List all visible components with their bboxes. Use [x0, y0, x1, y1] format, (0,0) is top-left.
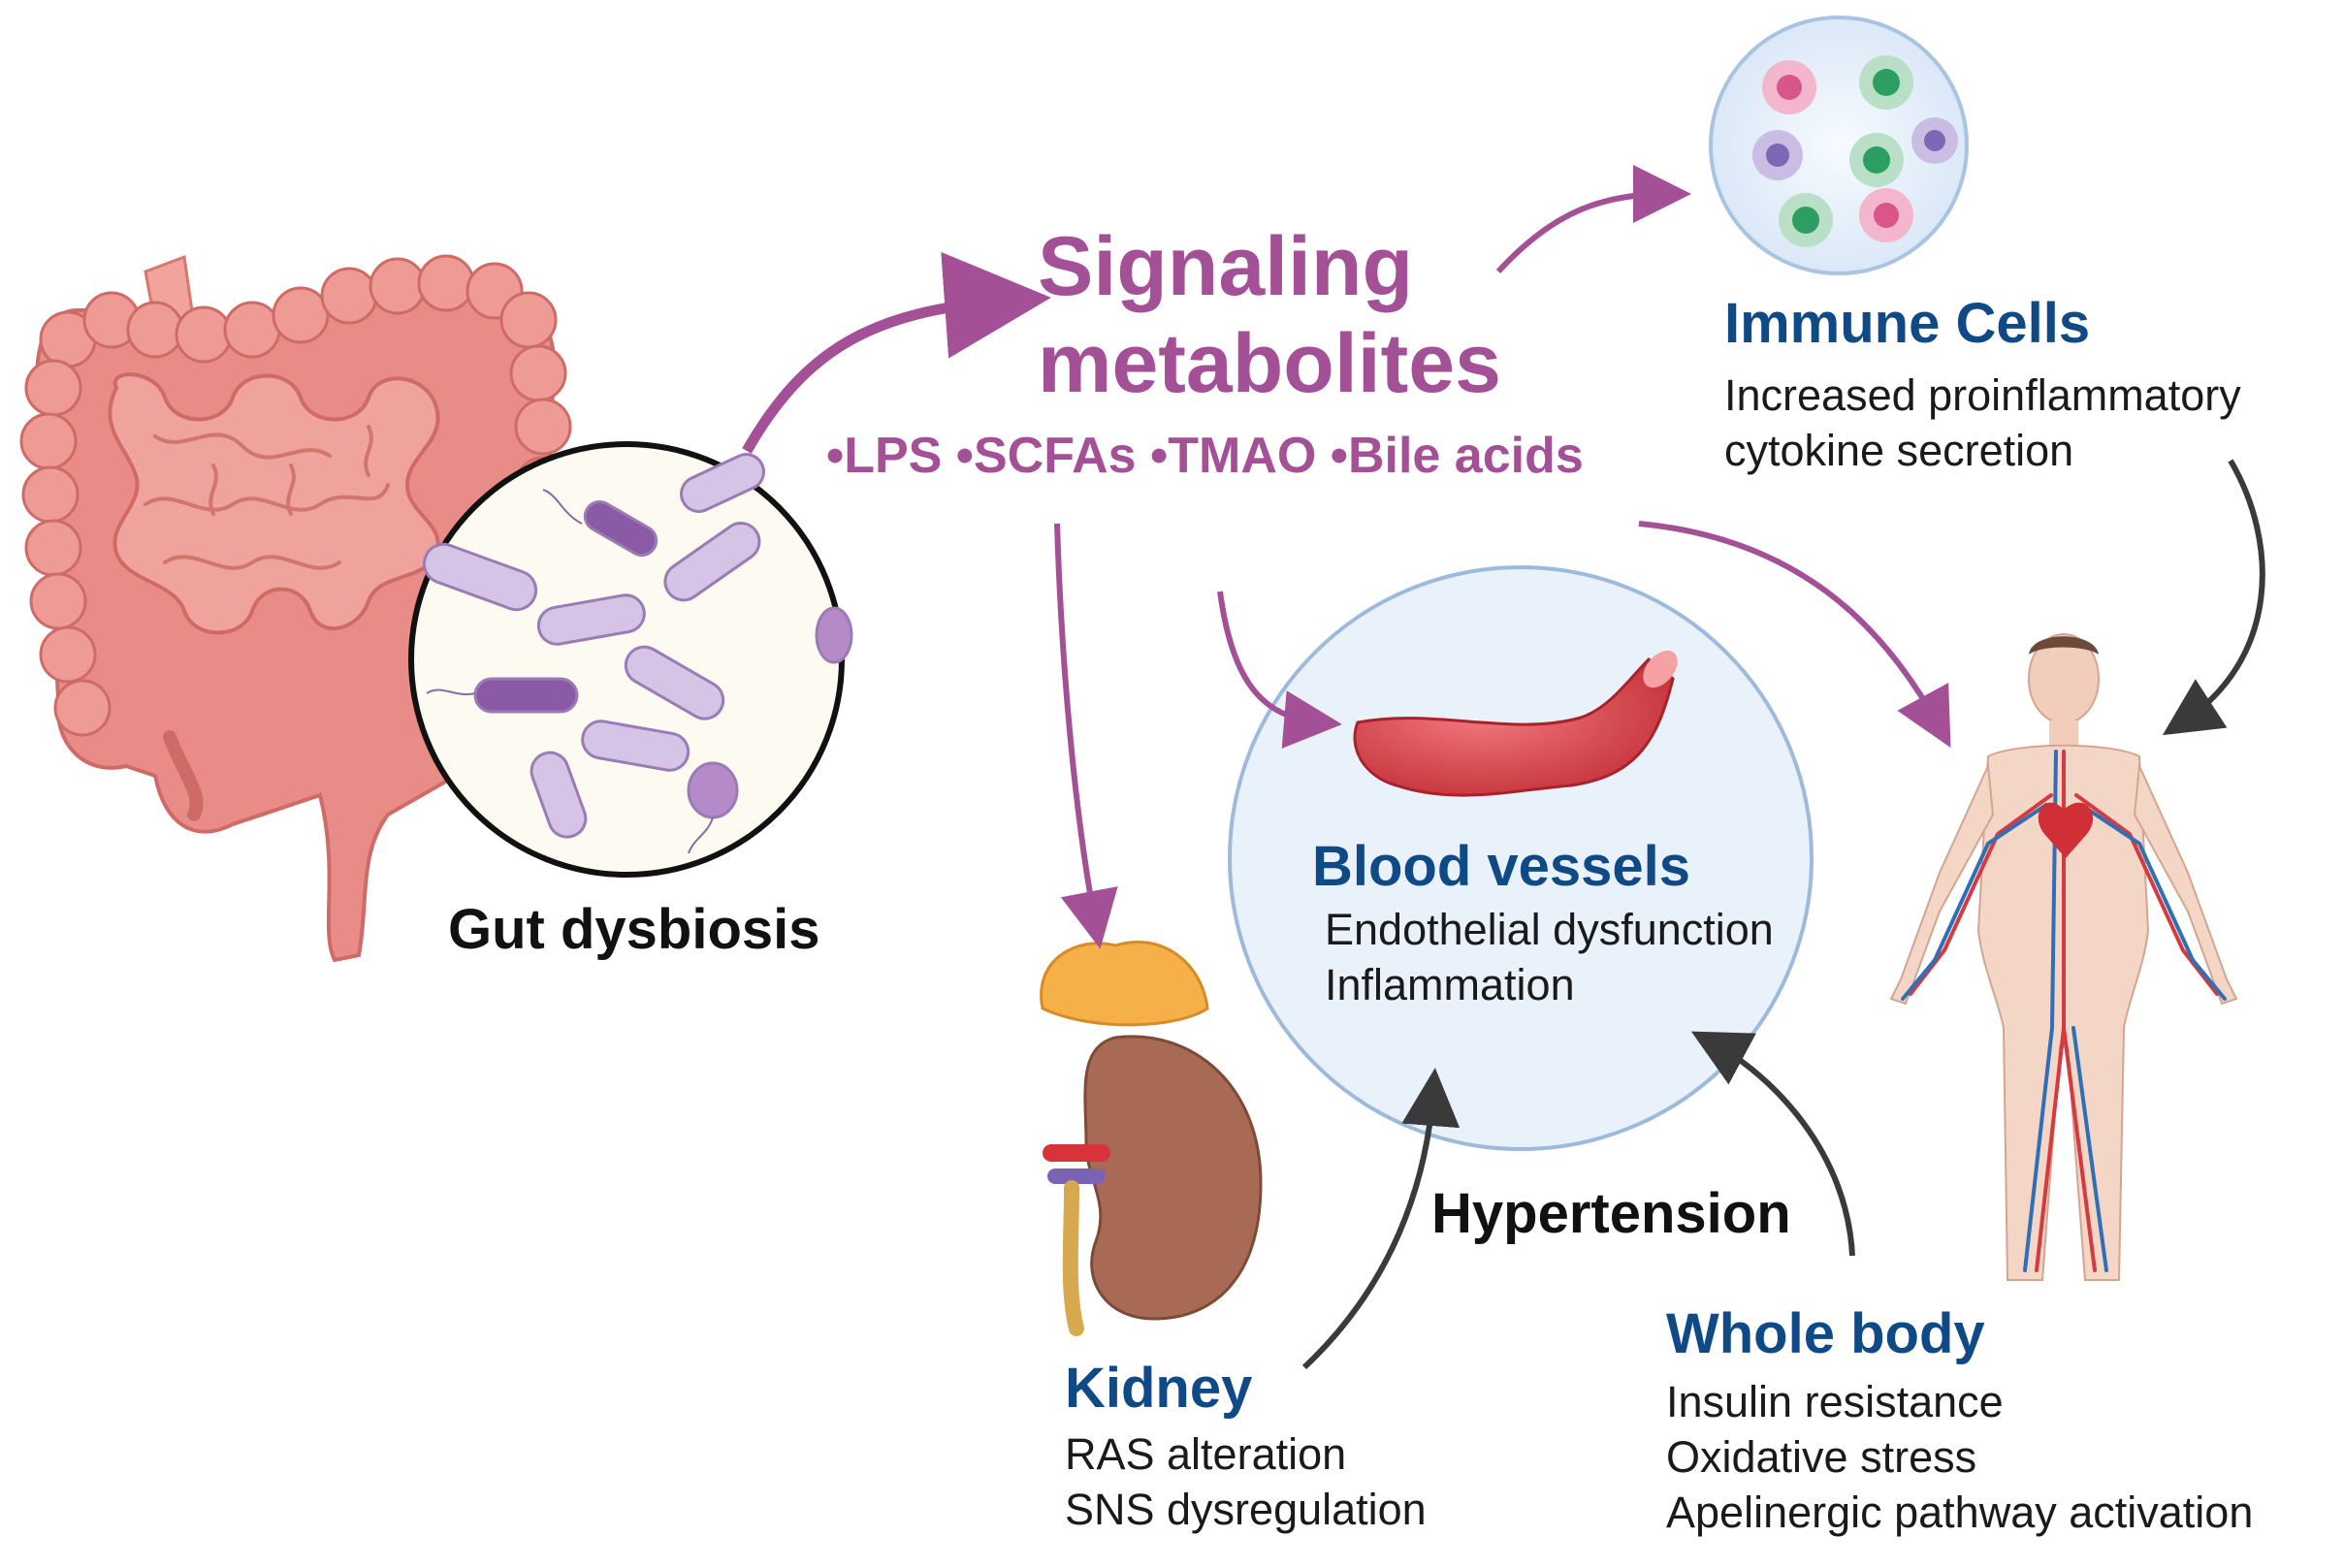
immune-line-2: cytokine secretion: [1724, 426, 2074, 475]
gut-dysbiosis-label: Gut dysbiosis: [448, 898, 820, 961]
kidney-block: Kidney RAS alteration SNS dysregulation: [1065, 1356, 1427, 1537]
body-line-2: Oxidative stress: [1666, 1432, 1977, 1482]
arrow-body-to-vessels: [1690, 1031, 1855, 1257]
immune-cells-title: Immune Cells: [1724, 292, 2091, 355]
immune-line-1: Increased proinflammatory: [1724, 370, 2241, 420]
blood-vessels-title: Blood vessels: [1312, 835, 1691, 898]
hypertension-label: Hypertension: [1431, 1182, 1791, 1245]
blood-vessels-circle: [1228, 565, 1814, 1151]
kidney-illustration: [1040, 940, 1263, 1336]
vessels-line-1: Endothelial dysfunction: [1325, 905, 1774, 954]
arrow-signaling-to-kidney: [1054, 523, 1118, 949]
human-body-illustration: [1889, 633, 2238, 1281]
body-line-3: Apelinergic pathway activation: [1666, 1488, 2254, 1537]
body-line-1: Insulin resistance: [1666, 1377, 2004, 1426]
metabolites-list: •LPS •SCFAs •TMAO •Bile acids: [826, 428, 1584, 484]
arrow-immune-to-body: [2162, 459, 2265, 736]
kidney-line-2: SNS dysregulation: [1065, 1485, 1427, 1534]
arrow-gut-to-signaling: [742, 251, 1051, 454]
bacteria-magnifier: [408, 441, 853, 878]
arrow-signaling-to-vessels: [1217, 591, 1342, 749]
whole-body-block: Whole body Insulin resistance Oxidative …: [1666, 1301, 2253, 1540]
kidney-line-1: RAS alteration: [1065, 1429, 1347, 1479]
arrow-signaling-to-body: [1638, 521, 1951, 749]
signaling-title-line2: metabolites: [1038, 317, 1501, 410]
immune-cells-block: Immune Cells Increased proinflammatory c…: [1724, 291, 2241, 478]
immune-cells-circle: [1709, 16, 1969, 275]
arrow-signaling-to-immune: [1495, 165, 1691, 274]
whole-body-title: Whole body: [1666, 1302, 1985, 1365]
vessels-line-2: Inflammation: [1325, 960, 1575, 1009]
kidney-title: Kidney: [1065, 1357, 1253, 1420]
blood-vessels-block: Endothelial dysfunction Inflammation: [1325, 902, 1774, 1012]
signaling-title: Signaling metabolites: [1038, 218, 1501, 412]
arrow-kidney-to-vessels: [1301, 1068, 1461, 1370]
signaling-title-line1: Signaling: [1038, 220, 1413, 313]
